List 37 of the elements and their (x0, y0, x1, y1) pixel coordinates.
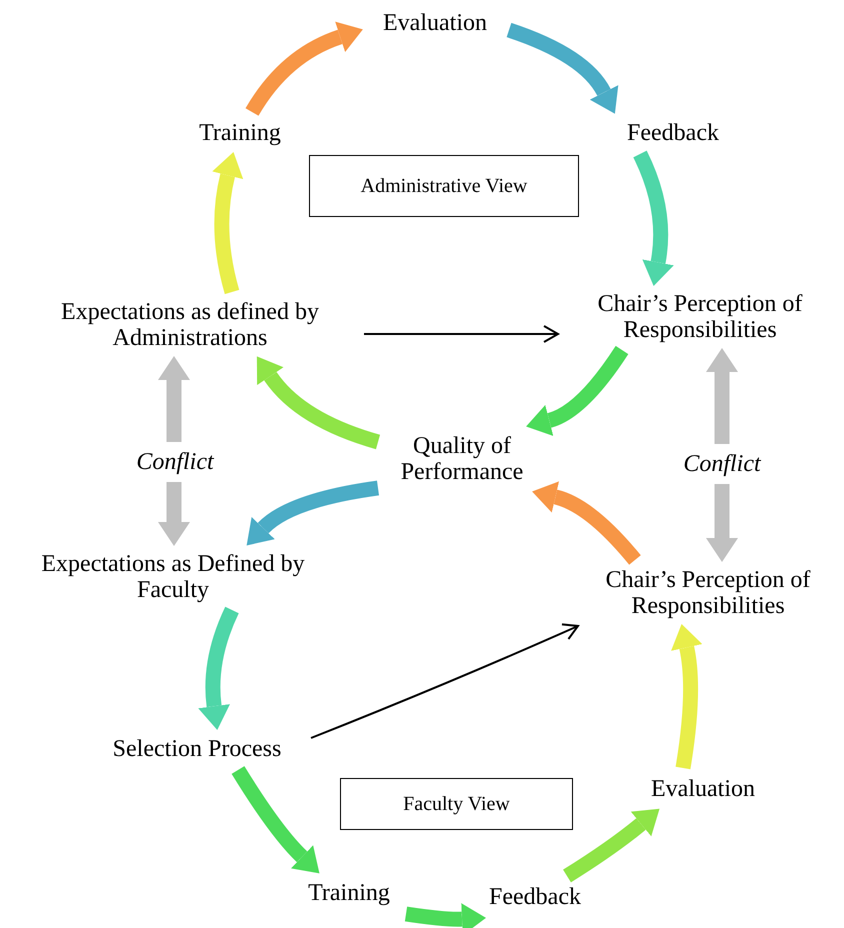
curved-arrow (633, 150, 674, 286)
node-label: Chair’s Perception of Responsibilities (604, 566, 812, 620)
node-label: Chair’s Perception of Responsibilities (596, 290, 804, 344)
curved-arrow (212, 152, 244, 294)
node-label: Quality of Performance (400, 432, 524, 486)
node-label: Expectations as Defined by Faculty (40, 550, 306, 604)
node-label: Faculty View (403, 793, 510, 815)
node-label: Feedback (489, 884, 581, 910)
curved-arrow (158, 356, 190, 442)
curved-arrow (198, 606, 239, 730)
conflict-label: Conflict (683, 450, 761, 478)
curved-arrow (232, 766, 320, 874)
view-box (340, 778, 573, 830)
curved-arrow (670, 624, 702, 770)
curved-arrow (246, 480, 380, 544)
node-label: Training (199, 120, 281, 146)
curved-arrow (158, 482, 190, 546)
node-label: Evaluation (383, 10, 487, 36)
curved-arrow (706, 348, 738, 444)
node-label: Training (308, 880, 390, 906)
node-label: Expectations as defined by Administrations (60, 298, 320, 352)
node-label: Feedback (627, 120, 719, 146)
view-box (309, 155, 579, 217)
curved-arrow (532, 482, 641, 565)
curved-arrow (506, 22, 618, 114)
node-label: Administrative View (360, 175, 528, 197)
arrow (310, 623, 579, 739)
curved-arrow (246, 22, 363, 116)
curved-arrow (404, 903, 486, 928)
curved-arrow (563, 808, 660, 882)
curved-arrow (256, 356, 380, 450)
curved-arrow (526, 346, 628, 436)
node-label: Selection Process (112, 736, 282, 762)
conflict-label: Conflict (136, 448, 214, 476)
arrow (364, 325, 559, 343)
node-label: Evaluation (651, 776, 755, 802)
curved-arrow (706, 484, 738, 562)
